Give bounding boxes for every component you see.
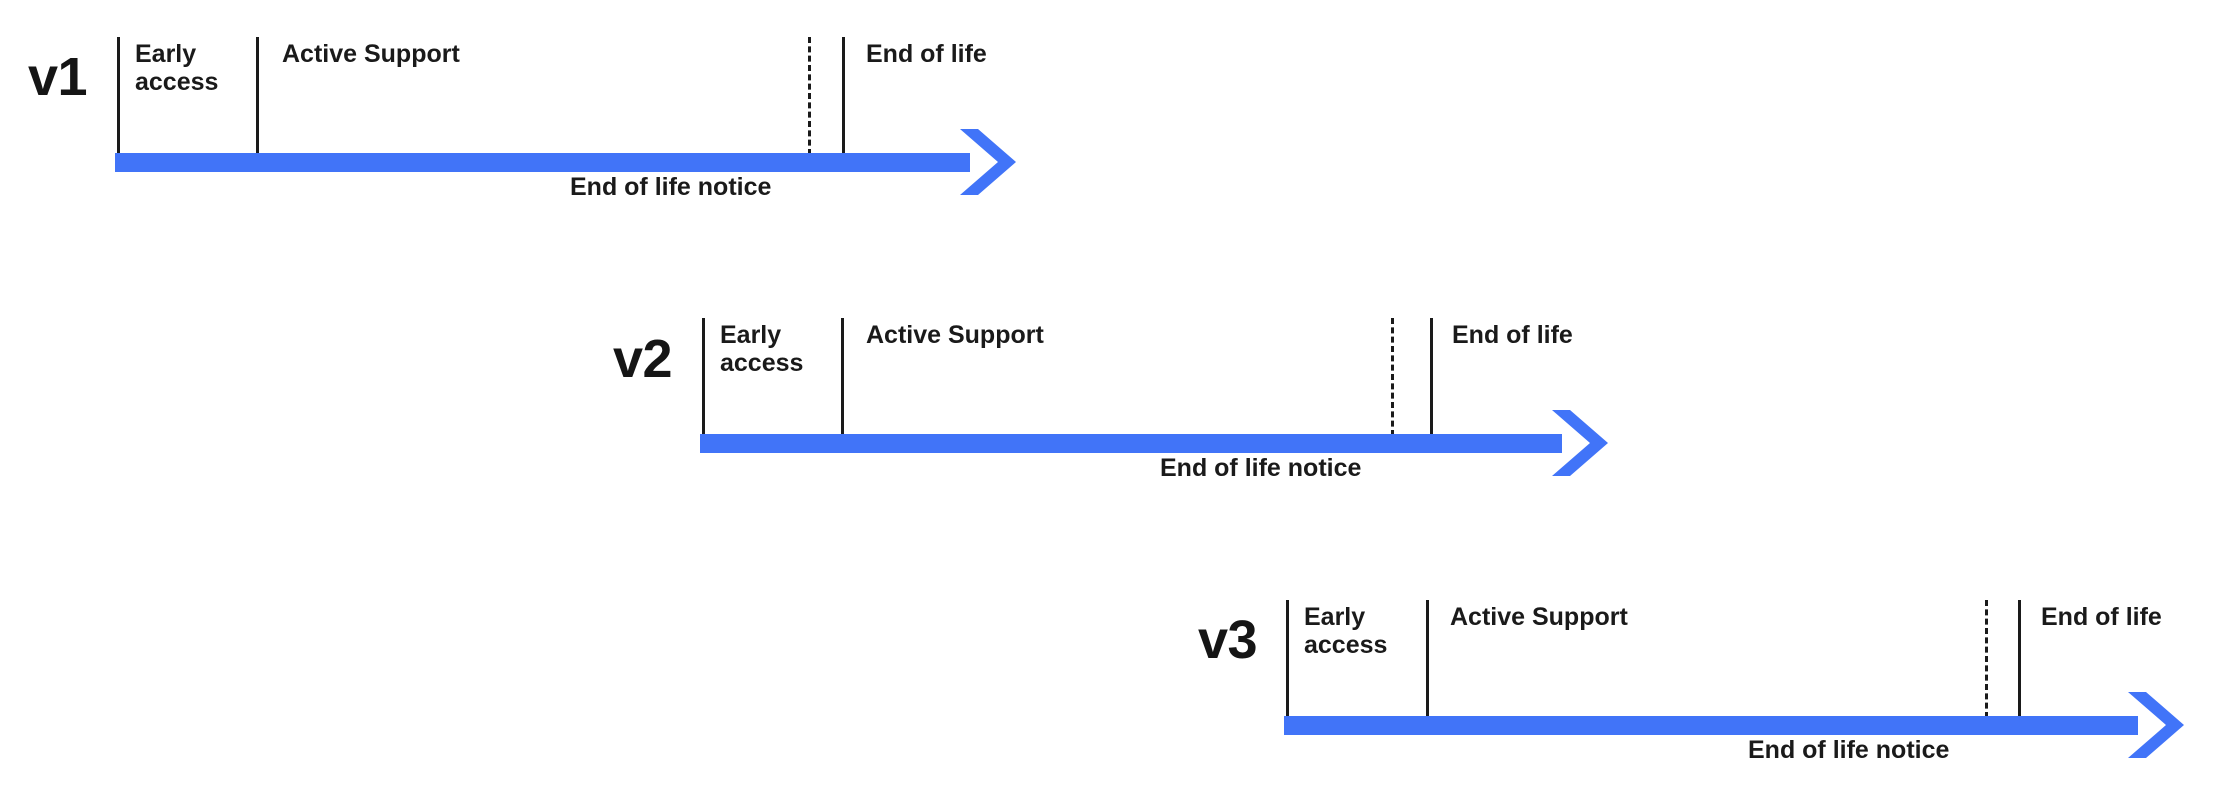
- axis-arrow-head-v3: [2128, 692, 2184, 758]
- phase-label-early-access-v3: Early access: [1304, 603, 1388, 659]
- phase-label-active-support-v1: Active Support: [282, 40, 460, 68]
- marker-early-access-end-v3: [1426, 600, 1429, 718]
- axis-bar-v2: [700, 434, 1562, 453]
- phase-label-early-access-v1: Early access: [135, 40, 219, 96]
- marker-early-access-end-v1: [256, 37, 259, 155]
- notice-label-v1: End of life notice: [570, 173, 772, 201]
- notice-label-v3: End of life notice: [1748, 736, 1950, 764]
- phase-label-active-support-v2: Active Support: [866, 321, 1044, 349]
- marker-end-of-life-start-v2: [1430, 318, 1433, 436]
- axis-arrow-head-v2: [1552, 410, 1608, 476]
- phase-label-active-support-v3: Active Support: [1450, 603, 1628, 631]
- phase-label-end-of-life-v1: End of life: [866, 40, 987, 68]
- phase-label-early-access-v2: Early access: [720, 321, 804, 377]
- version-label-v1: v1: [28, 47, 88, 107]
- marker-early-access-end-v2: [841, 318, 844, 436]
- marker-end-of-life-notice-v1: [808, 37, 811, 155]
- axis-arrow-head-v1: [960, 129, 1016, 195]
- version-label-v3: v3: [1198, 610, 1258, 670]
- notice-label-v2: End of life notice: [1160, 454, 1362, 482]
- marker-start-v2: [702, 318, 705, 436]
- marker-start-v3: [1286, 600, 1289, 718]
- marker-end-of-life-notice-v3: [1985, 600, 1988, 718]
- marker-end-of-life-start-v3: [2018, 600, 2021, 718]
- axis-bar-v3: [1284, 716, 2138, 735]
- version-label-v2: v2: [613, 329, 673, 389]
- marker-end-of-life-notice-v2: [1391, 318, 1394, 436]
- phase-label-end-of-life-v3: End of life: [2041, 603, 2162, 631]
- axis-bar-v1: [115, 153, 970, 172]
- phase-label-end-of-life-v2: End of life: [1452, 321, 1573, 349]
- marker-start-v1: [117, 37, 120, 155]
- marker-end-of-life-start-v1: [842, 37, 845, 155]
